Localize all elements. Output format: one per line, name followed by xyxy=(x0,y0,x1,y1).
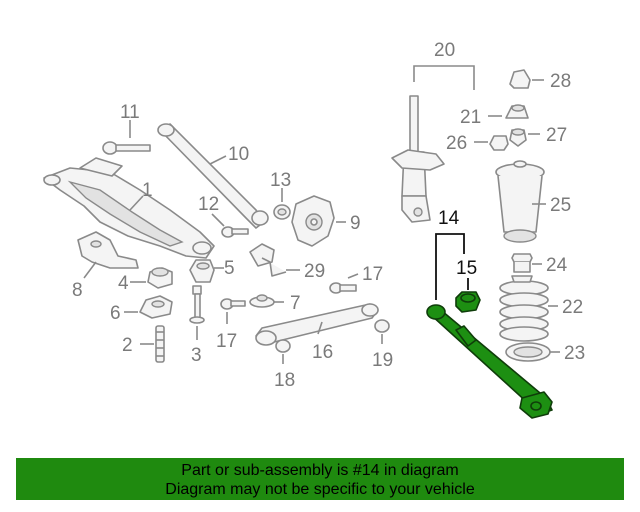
leader-1 xyxy=(129,195,144,211)
part-3-bolt[interactable] xyxy=(189,285,205,324)
part-17-bolt-right[interactable] xyxy=(329,282,357,294)
part-20-strut[interactable] xyxy=(391,95,445,223)
callout-1[interactable]: 1 xyxy=(142,180,153,201)
leader-14 xyxy=(435,233,465,300)
callout-20[interactable]: 20 xyxy=(434,40,455,61)
callout-3[interactable]: 3 xyxy=(191,345,202,366)
callout-15[interactable]: 15 xyxy=(456,258,477,279)
part-11-bolt[interactable] xyxy=(102,141,151,155)
callout-14[interactable]: 14 xyxy=(438,208,460,229)
callout-23[interactable]: 23 xyxy=(564,343,585,364)
part-4-mount[interactable] xyxy=(147,267,173,289)
callout-2[interactable]: 2 xyxy=(122,335,133,356)
callout-26[interactable]: 26 xyxy=(446,133,467,154)
callout-25[interactable]: 25 xyxy=(550,195,571,216)
banner-line-1: Part or sub-assembly is #14 in diagram xyxy=(181,462,459,479)
part-24-bumper[interactable] xyxy=(511,253,533,283)
part-9-knuckle[interactable] xyxy=(291,195,335,247)
part-26-nut[interactable] xyxy=(489,135,509,151)
part-7-washer[interactable] xyxy=(249,294,275,308)
leader-12 xyxy=(211,213,225,227)
part-8-bracket[interactable] xyxy=(77,231,139,269)
callout-8[interactable]: 8 xyxy=(72,280,83,301)
callout-17a[interactable]: 17 xyxy=(216,331,237,352)
part-27-bushing[interactable] xyxy=(509,128,527,147)
part-1-subframe[interactable] xyxy=(43,157,215,259)
part-17-bolt-left[interactable] xyxy=(220,298,246,310)
part-5-nut[interactable] xyxy=(189,259,215,283)
callout-4[interactable]: 4 xyxy=(118,273,129,294)
leader-10 xyxy=(209,155,227,165)
callout-7[interactable]: 7 xyxy=(290,293,301,314)
part-16-link[interactable] xyxy=(255,303,379,346)
part-23-insulator[interactable] xyxy=(505,342,551,362)
callout-10[interactable]: 10 xyxy=(228,144,249,165)
callout-16[interactable]: 16 xyxy=(312,342,333,363)
callout-18[interactable]: 18 xyxy=(274,370,295,391)
callout-27[interactable]: 27 xyxy=(546,125,567,146)
leader-20 xyxy=(413,65,475,90)
part-13-bushing[interactable] xyxy=(273,204,291,220)
part-2-stud[interactable] xyxy=(155,325,165,363)
callout-21[interactable]: 21 xyxy=(460,107,481,128)
part-15-bushing[interactable] xyxy=(455,291,481,313)
callout-13[interactable]: 13 xyxy=(270,170,291,191)
leader-8 xyxy=(83,261,97,279)
callout-9[interactable]: 9 xyxy=(350,213,361,234)
callout-28[interactable]: 28 xyxy=(550,71,571,92)
part-21-seat[interactable] xyxy=(505,104,529,119)
part-19-bushing[interactable] xyxy=(374,319,390,333)
info-banner: Part or sub-assembly is #14 in diagram D… xyxy=(16,458,624,500)
part-6-insulator[interactable] xyxy=(139,295,173,319)
part-29-bracket[interactable] xyxy=(249,243,287,277)
callout-19[interactable]: 19 xyxy=(372,350,393,371)
leader-16 xyxy=(317,321,323,335)
leader-17b xyxy=(347,273,359,279)
part-10-arm[interactable] xyxy=(157,123,269,229)
callout-22[interactable]: 22 xyxy=(562,297,583,318)
part-18-bushing[interactable] xyxy=(275,339,291,353)
callout-17b[interactable]: 17 xyxy=(362,264,383,285)
callout-6[interactable]: 6 xyxy=(110,303,121,324)
callout-12[interactable]: 12 xyxy=(198,194,219,215)
part-14-control-rod[interactable] xyxy=(426,304,553,419)
callout-11[interactable]: 11 xyxy=(120,102,140,123)
part-12-bolt[interactable] xyxy=(221,226,249,238)
part-22-spring[interactable] xyxy=(499,280,549,342)
callout-29[interactable]: 29 xyxy=(304,261,325,282)
banner-line-2: Diagram may not be specific to your vehi… xyxy=(165,481,475,498)
callout-5[interactable]: 5 xyxy=(224,258,235,279)
part-25-boot[interactable] xyxy=(495,160,545,243)
callout-24[interactable]: 24 xyxy=(546,255,568,276)
parts-diagram: 1 2 3 4 5 6 7 8 xyxy=(43,40,585,419)
part-28-cap[interactable] xyxy=(509,69,531,89)
